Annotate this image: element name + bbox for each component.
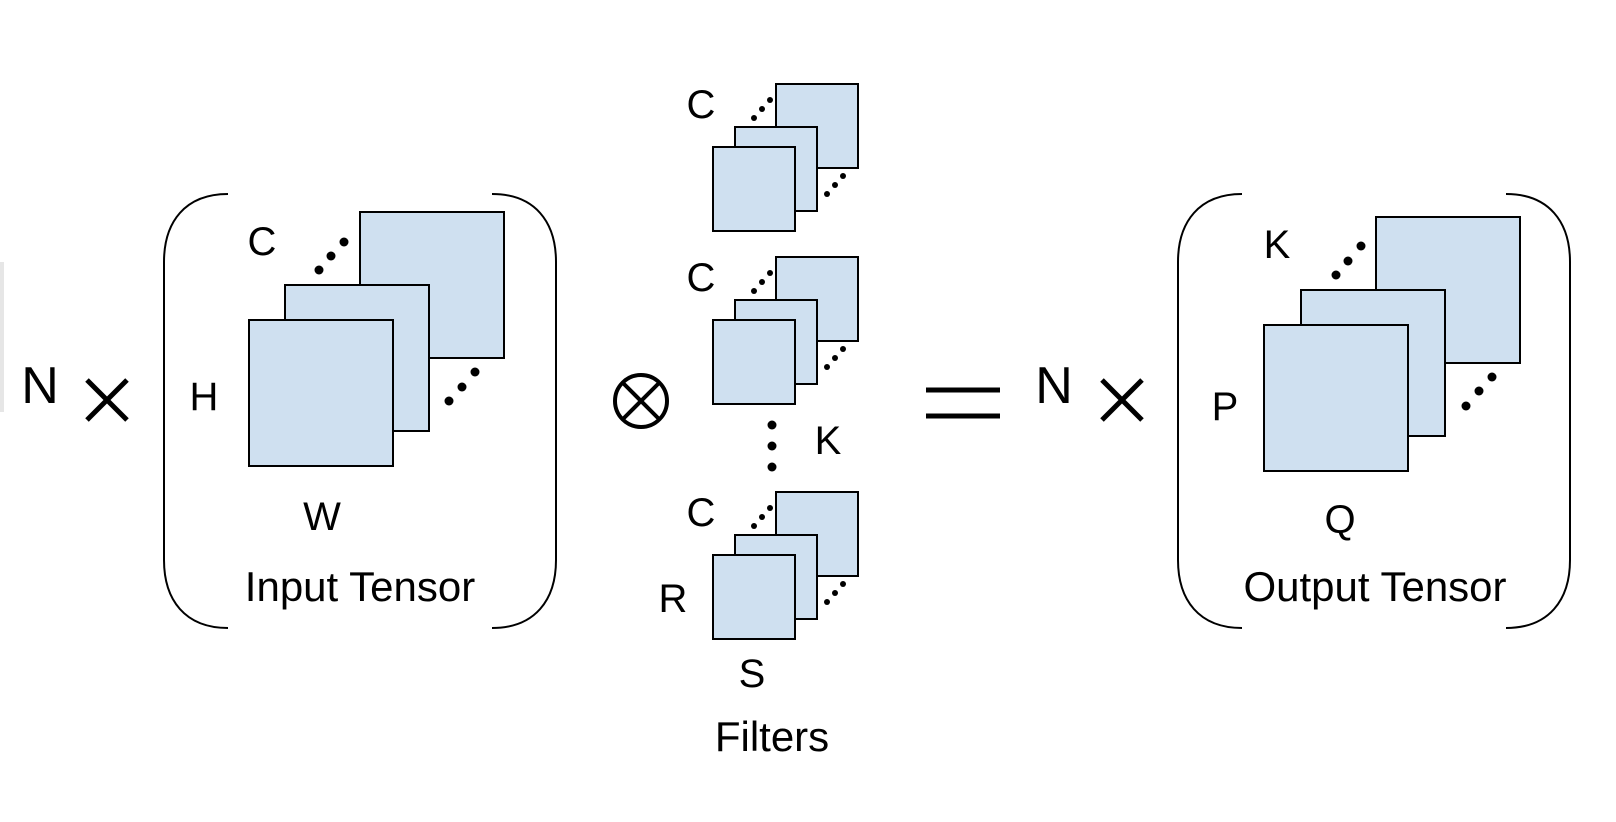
filter-channel-label-1: C xyxy=(687,83,716,127)
times-icon-left xyxy=(85,378,129,422)
filter-square-front xyxy=(712,146,796,232)
input-left-paren xyxy=(163,193,229,629)
filter-count-ellipsis xyxy=(767,420,777,472)
filter-stack: C xyxy=(687,491,859,640)
filter-count-label: K xyxy=(815,419,842,463)
filter-square-front xyxy=(712,319,796,405)
filter-width-label: S xyxy=(739,652,766,696)
filter-ellipsis-top xyxy=(751,97,773,121)
output-width-label: Q xyxy=(1324,498,1355,542)
output-height-label: P xyxy=(1212,385,1239,429)
batch-label-right: N xyxy=(1035,357,1073,415)
input-width-label: W xyxy=(303,495,341,539)
output-channel-ellipsis-bottom xyxy=(1461,372,1497,411)
input-tensor-caption: Input Tensor xyxy=(245,563,475,610)
filter-ellipsis-bottom xyxy=(824,173,846,197)
filter-height-label: R xyxy=(659,577,688,621)
times-icon-right xyxy=(1100,378,1144,422)
output-left-paren xyxy=(1177,193,1243,629)
circled-times-icon xyxy=(613,373,669,429)
batch-label-left: N xyxy=(21,357,59,415)
equals-icon xyxy=(926,387,1000,419)
input-height-label: H xyxy=(190,375,219,419)
output-tensor-group: K P Q Output Tensor xyxy=(1177,193,1571,629)
output-channel-label: K xyxy=(1264,223,1291,267)
input-right-paren xyxy=(491,193,557,629)
output-channel-square-front xyxy=(1263,324,1409,472)
input-channel-label: C xyxy=(248,220,277,264)
filter-stack: C xyxy=(687,83,859,232)
output-channel-ellipsis-top xyxy=(1331,241,1366,280)
output-right-paren xyxy=(1505,193,1571,629)
filter-channel-label-2: C xyxy=(687,256,716,300)
filter-ellipsis-bottom xyxy=(824,346,846,370)
input-channel-square-front xyxy=(248,319,394,467)
filter-stack: C xyxy=(687,256,859,405)
input-tensor-group: C H W Input Tensor xyxy=(163,193,557,629)
filters-group: C C K xyxy=(659,83,859,760)
left-edge-tab xyxy=(0,262,4,412)
filter-channel-label-3: C xyxy=(687,491,716,535)
input-channel-ellipsis-top xyxy=(314,237,349,275)
filters-caption: Filters xyxy=(715,713,829,760)
filter-ellipsis-top xyxy=(751,270,773,294)
output-tensor-caption: Output Tensor xyxy=(1243,563,1506,610)
filter-ellipsis-top xyxy=(751,505,773,529)
filter-square-front xyxy=(712,554,796,640)
input-channel-ellipsis-bottom xyxy=(444,367,480,406)
filter-ellipsis-bottom xyxy=(824,581,846,605)
